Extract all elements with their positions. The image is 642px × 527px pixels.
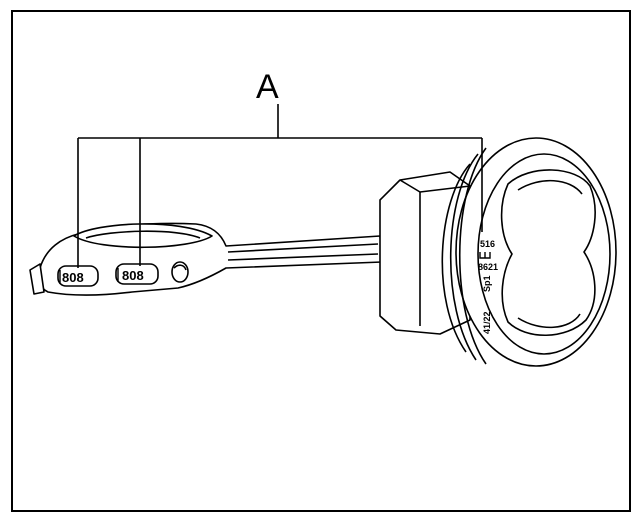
rod-mark-pad-2 <box>115 263 159 285</box>
piston-ring-groove-1 <box>441 163 471 353</box>
callout-label: A <box>256 68 279 106</box>
piston-bowl <box>500 169 596 337</box>
piston-mark-code-1: 516 <box>480 239 495 249</box>
bracket-glyph-icon <box>479 252 491 259</box>
rod-mark-2: 808 <box>122 268 144 283</box>
piston-ring-groove-3 <box>458 147 487 365</box>
connecting-rod <box>29 222 383 296</box>
piston-mark-size: 41/22 <box>482 311 492 334</box>
callout-leader-lines <box>77 104 483 268</box>
piston-ring-groove-2 <box>449 153 479 361</box>
rod-bolt-end <box>29 263 45 295</box>
rod-mark-1: 808 <box>62 270 84 285</box>
piston-mark-sp: Sp1 <box>482 275 492 292</box>
frame-border <box>11 10 631 512</box>
rod-big-end-bore <box>73 223 213 249</box>
piston-mark-code-2: 8621 <box>478 262 498 272</box>
piston <box>379 137 617 367</box>
